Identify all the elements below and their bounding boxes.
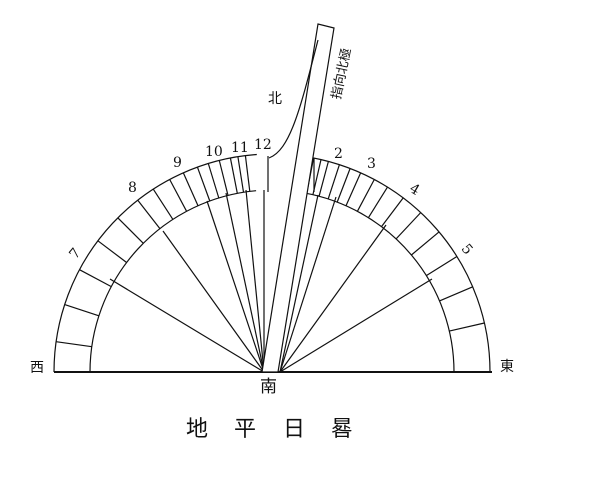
band-tick-left-12 [218, 160, 229, 196]
band-tick-left-7 [152, 188, 174, 220]
dial-inner-arc-right [303, 192, 455, 373]
band-tick-left-8 [169, 179, 188, 212]
band-tick-right-9 [381, 197, 404, 227]
caption: 地 平 日 晷 [186, 417, 353, 442]
band-tick-right-12 [425, 255, 458, 277]
hour-line-morning-5 [245, 189, 265, 373]
west-label: 西 [30, 360, 44, 376]
hour-line-afternoon-1 [279, 194, 319, 373]
band-tick-left-1 [56, 341, 92, 348]
band-tick-right-11 [411, 231, 440, 256]
band-tick-left-4 [97, 240, 127, 263]
band-tick-right-6 [345, 172, 362, 206]
hour-label-7: 7 [66, 245, 84, 262]
south-label: 南 [260, 377, 277, 397]
band-tick-right-14 [449, 322, 485, 332]
east-label: 東 [500, 359, 514, 375]
hour-label-8: 8 [128, 180, 137, 196]
dial-face [53, 153, 492, 373]
hour-labels-morning: 7 8 9 10 11 12 [66, 137, 271, 263]
band-tick-left-13 [229, 157, 238, 194]
hour-label-4: 4 [407, 181, 423, 199]
hour-label-3: 3 [367, 156, 376, 172]
gnomon [261, 23, 335, 373]
band-tick-left-9 [182, 172, 199, 206]
hour-line-morning-2 [162, 230, 265, 373]
hour-label-11: 11 [231, 140, 249, 156]
hour-label-5: 5 [458, 241, 476, 258]
hour-line-afternoon-4 [279, 278, 433, 373]
band-tick-left-15 [244, 155, 251, 192]
band-tick-left-3 [79, 269, 112, 288]
hour-label-2: 2 [334, 146, 343, 162]
band-tick-left-5 [117, 217, 144, 244]
hour-label-9: 9 [173, 155, 182, 171]
hour-line-morning-1 [109, 278, 265, 373]
gnomon-blade [261, 23, 335, 373]
band-tick-right-2 [312, 159, 322, 195]
north-label: 北 [268, 91, 282, 107]
dial-inner-arc-left [89, 190, 257, 373]
caption-char-1: 地 [186, 417, 208, 442]
hour-line-afternoon-3 [279, 224, 387, 373]
caption-char-3: 日 [283, 417, 305, 442]
band-tick-right-4 [327, 164, 340, 200]
band-tick-left-2 [64, 304, 100, 317]
hour-labels-afternoon: 2 3 4 5 [334, 146, 476, 258]
hour-line-morning-3 [206, 200, 265, 373]
caption-char-4: 晷 [331, 417, 353, 442]
dial-outer-arc-right [302, 155, 491, 373]
hour-line-morning-4 [225, 192, 265, 373]
band-tick-left-10 [196, 166, 211, 202]
band-tick-right-3 [318, 161, 329, 197]
band-tick-left-11 [207, 163, 220, 199]
band-tick-left-6 [137, 199, 161, 229]
band-tick-right-13 [439, 286, 473, 302]
caption-char-2: 平 [234, 417, 256, 442]
band-tick-right-10 [395, 212, 422, 240]
hour-label-10: 10 [205, 144, 223, 160]
hour-line-afternoon-2 [279, 196, 337, 373]
band-tick-left-14 [237, 156, 245, 193]
gnomon-north-curve [268, 39, 319, 159]
hour-label-12: 12 [254, 137, 272, 153]
gnomon-label: 指向北極 [328, 47, 354, 101]
dial-outer-arc-left [53, 153, 257, 373]
band-tick-right-5 [336, 168, 351, 203]
band-tick-right-7 [356, 179, 375, 212]
band-tick-right-8 [367, 186, 389, 219]
